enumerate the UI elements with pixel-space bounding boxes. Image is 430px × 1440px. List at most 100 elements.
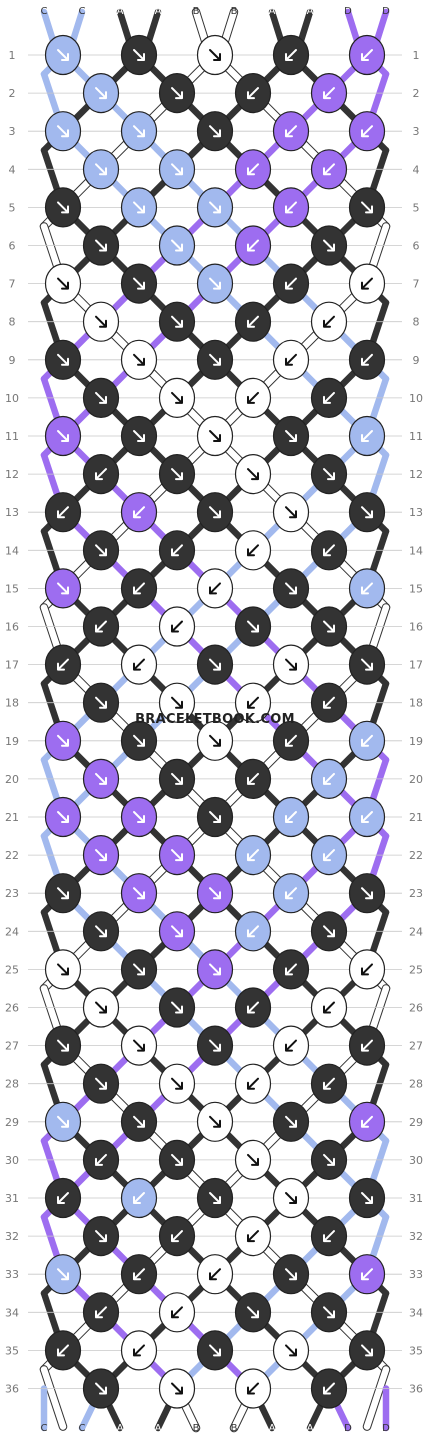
knot[interactable]	[44, 720, 82, 761]
knot[interactable]	[44, 568, 82, 609]
knot[interactable]	[196, 263, 234, 304]
knot[interactable]	[234, 1215, 272, 1257]
knot[interactable]	[348, 1101, 386, 1142]
knot[interactable]	[82, 225, 120, 266]
knot[interactable]	[234, 225, 272, 266]
knot[interactable]	[82, 834, 120, 876]
knot[interactable]	[272, 644, 310, 685]
knot[interactable]	[234, 1292, 272, 1333]
knot[interactable]	[196, 1330, 234, 1371]
knot[interactable]	[310, 606, 348, 647]
knot[interactable]	[234, 758, 272, 800]
knot[interactable]	[272, 415, 310, 457]
knot[interactable]	[158, 72, 196, 114]
knot[interactable]	[44, 949, 82, 990]
knot[interactable]	[196, 492, 234, 533]
knot[interactable]	[234, 682, 272, 723]
knot[interactable]	[82, 911, 120, 952]
knot[interactable]	[158, 758, 196, 800]
knot[interactable]	[158, 834, 196, 876]
knot[interactable]	[234, 834, 272, 876]
knot[interactable]	[272, 796, 310, 838]
knot[interactable]	[44, 873, 82, 914]
knot[interactable]	[120, 1025, 158, 1066]
knot[interactable]	[348, 492, 386, 533]
knot[interactable]	[44, 1330, 82, 1371]
knot[interactable]	[158, 1063, 196, 1104]
knot[interactable]	[82, 377, 120, 418]
knot[interactable]	[310, 1063, 348, 1104]
knot[interactable]	[82, 530, 120, 571]
knot[interactable]	[82, 1063, 120, 1104]
knot[interactable]	[120, 111, 158, 152]
knot[interactable]	[272, 1025, 310, 1066]
knot[interactable]	[44, 111, 82, 152]
knot[interactable]	[44, 796, 82, 838]
knot[interactable]	[234, 530, 272, 571]
knot[interactable]	[120, 796, 158, 838]
knot[interactable]	[44, 492, 82, 533]
knot[interactable]	[310, 1292, 348, 1333]
knot[interactable]	[158, 530, 196, 571]
knot[interactable]	[196, 1254, 234, 1295]
knot[interactable]	[348, 339, 386, 380]
knot[interactable]	[44, 187, 82, 228]
knot[interactable]	[196, 568, 234, 609]
knot[interactable]	[272, 492, 310, 533]
knot[interactable]	[158, 911, 196, 952]
knot[interactable]	[82, 1139, 120, 1181]
knot[interactable]	[158, 301, 196, 342]
knot[interactable]	[272, 263, 310, 304]
knot[interactable]	[120, 949, 158, 990]
knot[interactable]	[120, 415, 158, 457]
knot[interactable]	[158, 149, 196, 190]
knot[interactable]	[196, 111, 234, 152]
knot[interactable]	[120, 263, 158, 304]
knot[interactable]	[158, 606, 196, 647]
knot[interactable]	[272, 720, 310, 761]
knot[interactable]	[82, 758, 120, 800]
knot[interactable]	[44, 1177, 82, 1219]
knot[interactable]	[348, 1177, 386, 1219]
knot[interactable]	[120, 1101, 158, 1142]
knot[interactable]	[310, 149, 348, 190]
knot[interactable]	[310, 682, 348, 723]
knot[interactable]	[272, 339, 310, 380]
knot[interactable]	[348, 34, 386, 76]
knot[interactable]	[120, 1330, 158, 1371]
knot[interactable]	[196, 720, 234, 761]
knot[interactable]	[348, 568, 386, 609]
knot[interactable]	[196, 339, 234, 380]
knot[interactable]	[158, 225, 196, 266]
knot[interactable]	[44, 263, 82, 304]
knot[interactable]	[44, 1101, 82, 1142]
knot[interactable]	[272, 1177, 310, 1219]
knot[interactable]	[82, 1215, 120, 1257]
knot[interactable]	[348, 949, 386, 990]
knot[interactable]	[120, 492, 158, 533]
knot[interactable]	[310, 454, 348, 495]
knot[interactable]	[44, 644, 82, 685]
knot[interactable]	[196, 1177, 234, 1219]
knot[interactable]	[196, 1025, 234, 1066]
knot[interactable]	[158, 1139, 196, 1181]
knot[interactable]	[158, 454, 196, 495]
knot[interactable]	[310, 1368, 348, 1409]
knot[interactable]	[272, 568, 310, 609]
knot[interactable]	[196, 644, 234, 685]
knot[interactable]	[196, 949, 234, 990]
knot[interactable]	[348, 187, 386, 228]
knot[interactable]	[234, 1139, 272, 1181]
knot[interactable]	[310, 530, 348, 571]
knot[interactable]	[158, 1368, 196, 1409]
knot[interactable]	[120, 339, 158, 380]
knot[interactable]	[44, 415, 82, 457]
knot[interactable]	[158, 1292, 196, 1333]
knot[interactable]	[234, 454, 272, 495]
knot[interactable]	[348, 263, 386, 304]
knot[interactable]	[310, 225, 348, 266]
knot[interactable]	[196, 415, 234, 457]
knot[interactable]	[348, 644, 386, 685]
knot[interactable]	[120, 34, 158, 76]
knot[interactable]	[348, 111, 386, 152]
